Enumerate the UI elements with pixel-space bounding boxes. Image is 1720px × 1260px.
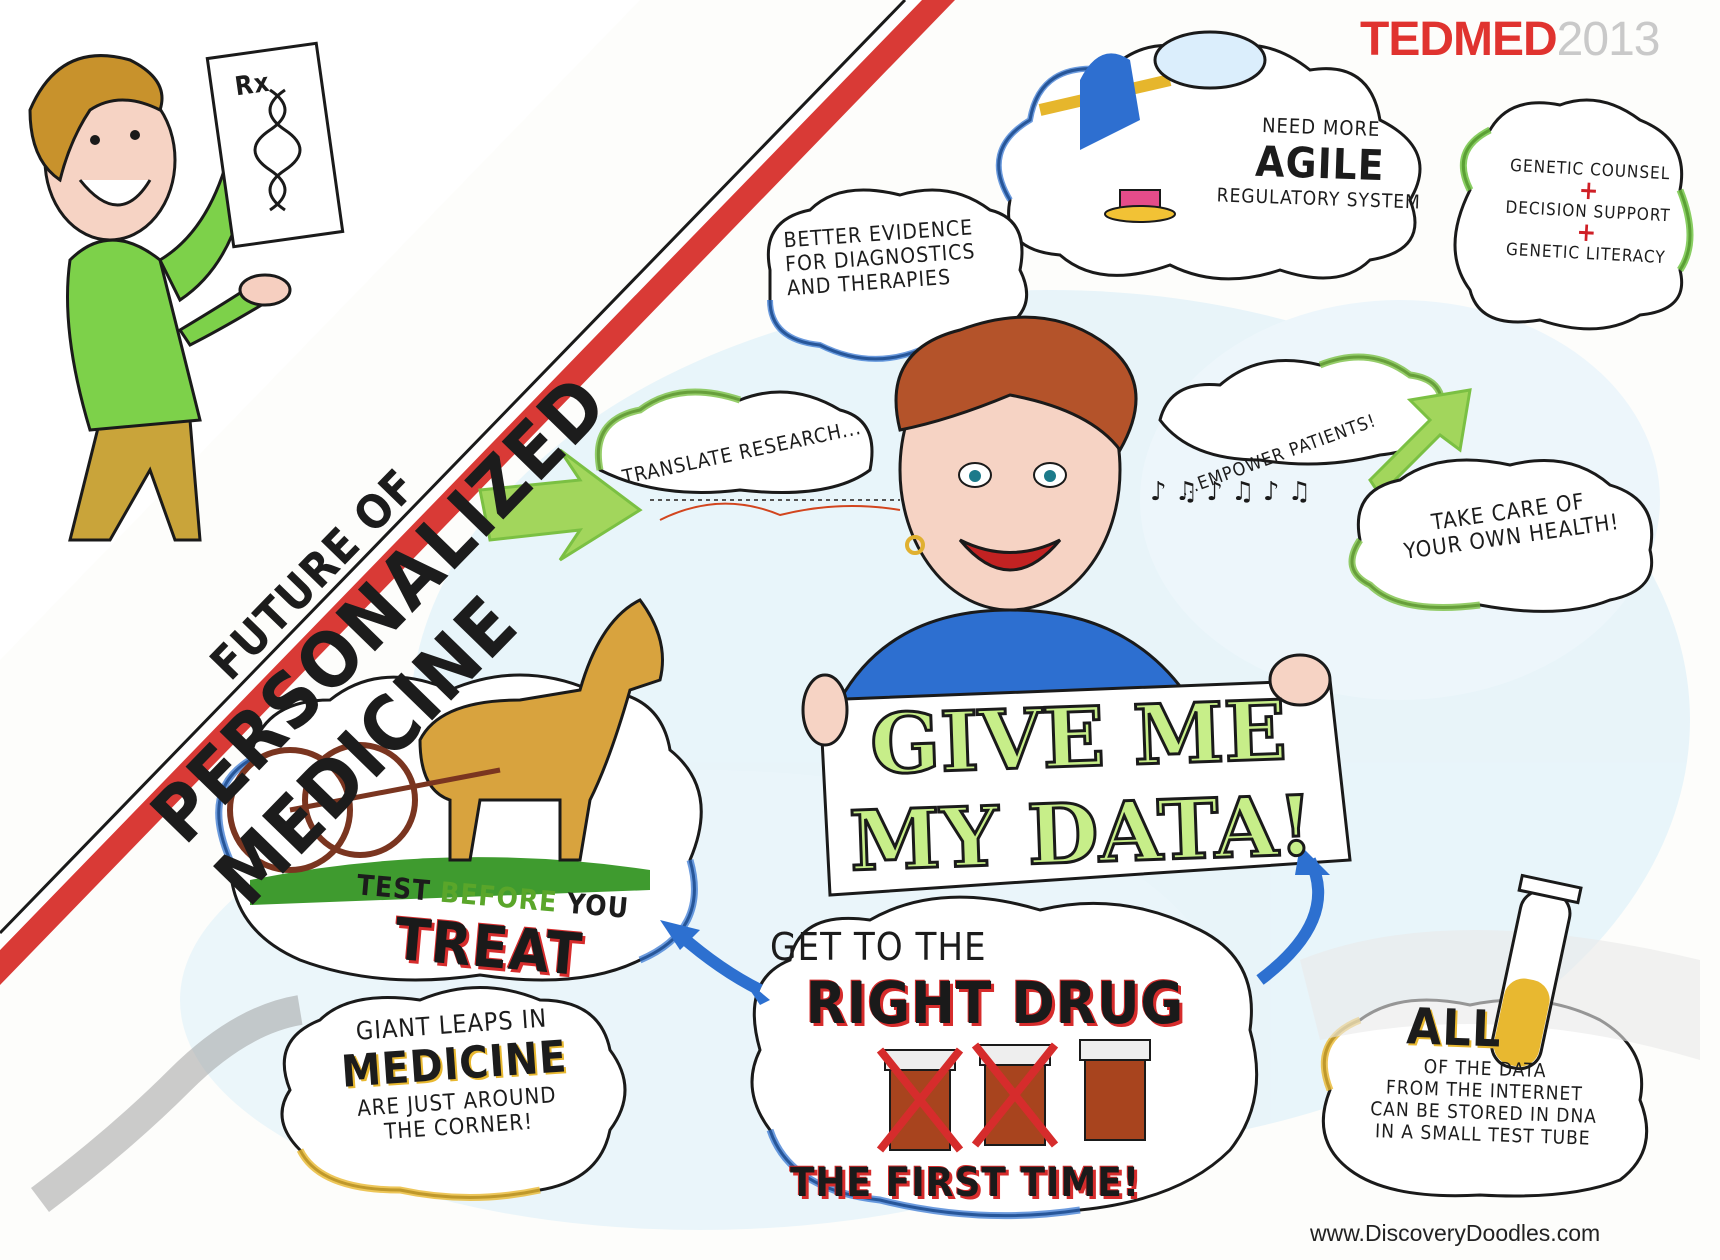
dna-line1: ALL bbox=[1405, 997, 1503, 1059]
genetic-cloud bbox=[1453, 98, 1694, 331]
pill-bottles bbox=[876, 1039, 1151, 1153]
leaps-cloud bbox=[30, 986, 627, 1212]
dna-text: ALL OF THE DATA FROM THE INTERNET CAN BE… bbox=[1338, 995, 1633, 1151]
connector-arrows bbox=[660, 845, 1330, 1005]
drug-text: GET TO THE RIGHT DRUG bbox=[760, 925, 1230, 1037]
drug-line1: GET TO THE bbox=[770, 925, 987, 969]
drug-line2: RIGHT DRUG bbox=[805, 969, 1185, 1037]
drug-line3: THE FIRST TIME! bbox=[790, 1160, 1141, 1206]
doctor-man-figure bbox=[28, 41, 345, 542]
agile-line2: AGILE bbox=[1254, 136, 1386, 191]
takecare-cloud bbox=[1348, 458, 1654, 613]
treat-cloud bbox=[215, 598, 703, 982]
drug-cloud bbox=[750, 895, 1259, 1220]
rx-label: Rx bbox=[233, 67, 273, 103]
svg-text:♪ ♫ ♪ ♫ ♪ ♫: ♪ ♫ ♪ ♫ ♪ ♫ bbox=[1150, 477, 1311, 507]
genetic-text: GENETIC COUNSEL + DECISION SUPPORT + GEN… bbox=[1475, 154, 1700, 269]
leaps-text: GIANT LEAPS IN MEDICINE ARE JUST AROUND … bbox=[306, 1000, 604, 1150]
footer-url[interactable]: www.DiscoveryDoodles.com bbox=[1310, 1220, 1601, 1246]
evidence-cloud bbox=[766, 188, 1029, 362]
data-sign-board bbox=[801, 653, 1352, 897]
brand-name: TEDMED bbox=[1360, 13, 1558, 66]
sign-line1: GIVE ME bbox=[867, 681, 1289, 794]
treat-word-test: TEST bbox=[355, 868, 432, 908]
sign-line2: MY DATA! bbox=[847, 776, 1317, 891]
agile-cloud bbox=[995, 30, 1422, 281]
brand-year: 2013 bbox=[1556, 13, 1661, 66]
agile-text: NEED MORE AGILE REGULATORY SYSTEM bbox=[1203, 111, 1436, 214]
empower-cloud: ♪ ♫ ♪ ♫ ♪ ♫ bbox=[1150, 353, 1472, 507]
tedmed-logo: TEDMED2013 bbox=[1360, 12, 1661, 67]
dna-cloud bbox=[1300, 873, 1700, 1198]
translate-cloud bbox=[478, 388, 901, 562]
treat-word-you: YOU bbox=[565, 886, 631, 925]
sign-text: GIVE ME MY DATA! bbox=[837, 681, 1323, 891]
